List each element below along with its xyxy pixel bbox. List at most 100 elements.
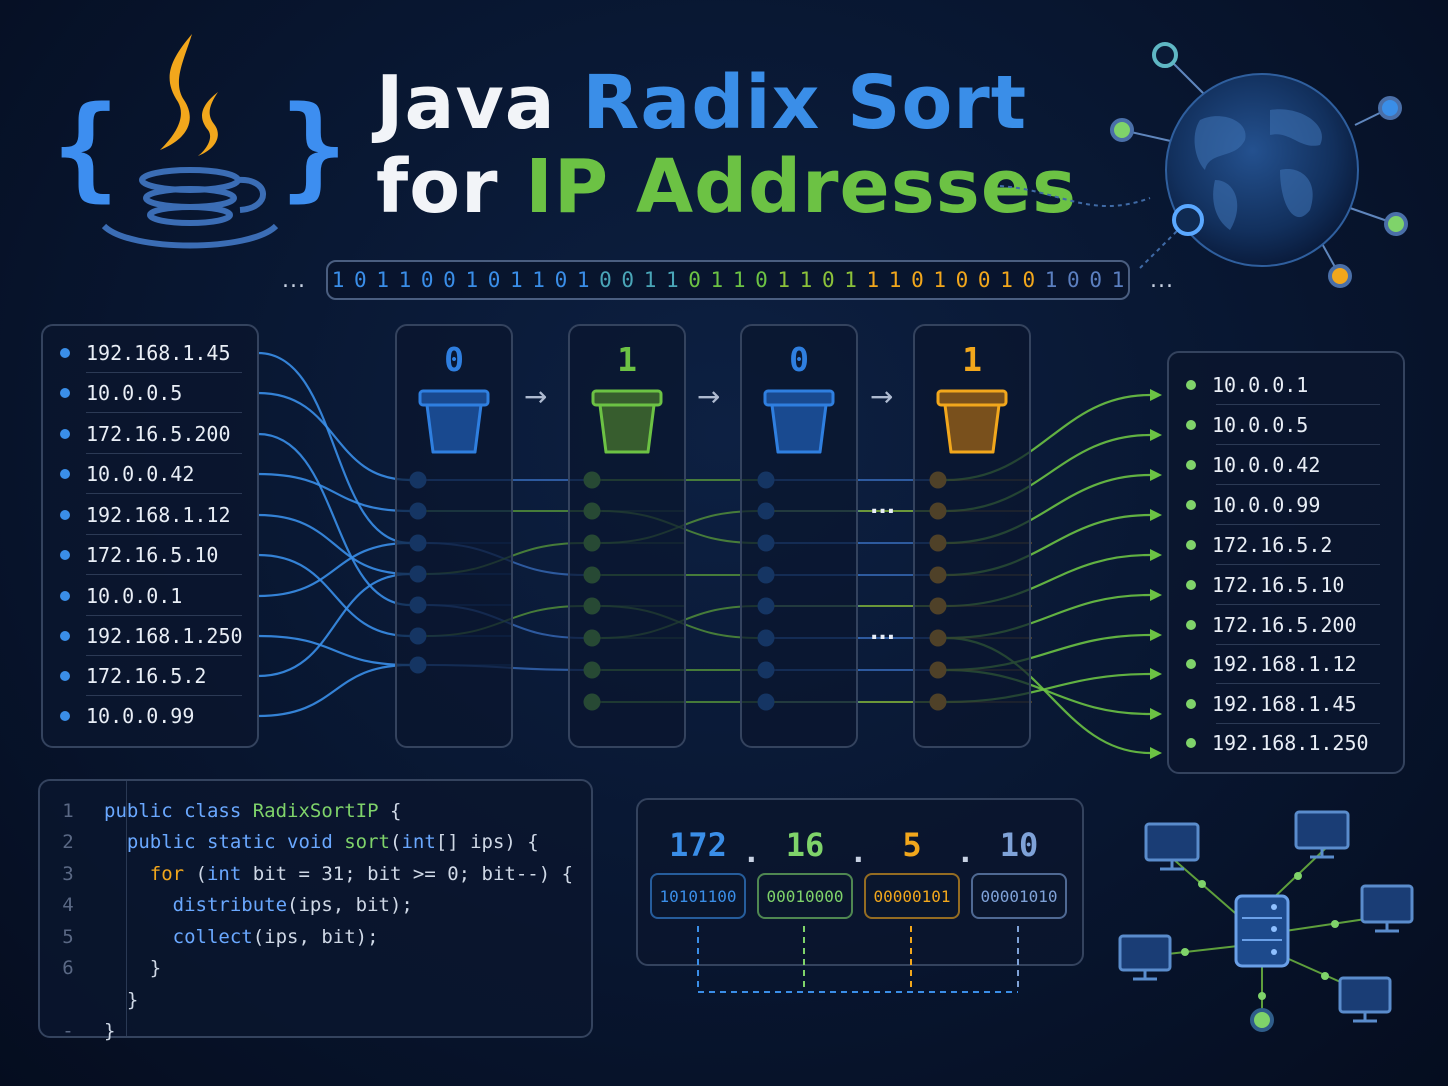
row-separator (1216, 683, 1380, 684)
code-line: 3 for (int bit = 31; bit >= 0; bit--) { (40, 858, 573, 889)
binary-ellipsis-right: ... (1150, 268, 1174, 293)
bullet-dot (1186, 500, 1196, 510)
input-flow-line (257, 541, 411, 598)
code-line: 6 } (40, 953, 161, 984)
bullet-dot (1186, 699, 1196, 709)
binary-digit: 1 (576, 268, 590, 292)
line-number: 3 (62, 862, 74, 885)
row-separator (1216, 644, 1380, 645)
bucket-digit: 1 (617, 340, 637, 379)
row-separator (1216, 524, 1380, 525)
binary-digit: 1 (777, 268, 791, 292)
bucket-ellipsis: ... (870, 494, 896, 519)
bucket-digit: 1 (962, 340, 982, 379)
line-number: 1 (62, 799, 74, 822)
binary-digit: 1 (799, 268, 813, 292)
bullet-dot (60, 348, 70, 358)
row-separator (1216, 444, 1380, 445)
input-ip-row: 10.0.0.5 (60, 373, 242, 413)
code-text: distribute(ips, bit); (104, 894, 413, 916)
octet-connector-lines (697, 926, 1019, 993)
octet-binary: 00010000 (757, 873, 853, 919)
code-token: for (104, 862, 185, 885)
input-ip-row: 192.168.1.45 (60, 333, 242, 373)
code-line: } (40, 984, 138, 1015)
binary-digit: 1 (933, 268, 946, 292)
sorted-ip-text: 10.0.0.1 (1212, 373, 1309, 397)
output-arrowhead (1150, 429, 1162, 441)
input-flow-line (257, 351, 411, 545)
row-separator (86, 493, 242, 494)
input-ip-row: 172.16.5.200 (60, 414, 242, 454)
binary-digit: 0 (955, 268, 969, 292)
sorted-ip-row: 172.16.5.2 (1186, 525, 1380, 565)
row-separator (1216, 564, 1380, 565)
row-separator (86, 412, 242, 413)
input-ip-text: 172.16.5.200 (86, 422, 231, 446)
binary-digit: 1 (1000, 268, 1013, 292)
binary-digit: 1 (643, 268, 657, 292)
output-arrowhead (1150, 509, 1162, 521)
binary-digit: 0 (354, 268, 367, 292)
server-network-icon (1118, 810, 1414, 1032)
binary-digit: 0 (554, 268, 568, 292)
sorted-ip-row: 172.16.5.200 (1186, 605, 1380, 645)
code-text: } (104, 957, 161, 979)
octet-separator: . (746, 836, 757, 869)
binary-digit: 0 (1022, 268, 1036, 292)
code-text: public static void sort(int[] ips) { (104, 831, 539, 853)
row-separator (86, 574, 242, 575)
row-separator (86, 655, 242, 656)
bucket-digit: 0 (444, 340, 464, 379)
line-number: 6 (62, 957, 74, 979)
bucket-icon (936, 389, 1008, 454)
code-token: ( (389, 831, 402, 853)
code-token: collect (104, 925, 253, 948)
bullet-dot (1186, 380, 1196, 390)
row-separator (86, 695, 242, 696)
binary-digit: 0 (420, 268, 434, 292)
bullet-dot (60, 631, 70, 641)
octet-separator: . (853, 836, 864, 869)
binary-digit: 0 (688, 268, 701, 292)
title-line-2: for IP Addresses (376, 150, 1077, 224)
code-text: } (104, 1020, 115, 1042)
sorted-ip-text: 10.0.0.99 (1212, 493, 1321, 517)
code-gutter (126, 781, 127, 1036)
sorted-ip-row: 172.16.5.10 (1186, 565, 1380, 605)
binary-digit: 1 (844, 268, 857, 292)
code-token: (ips, bit); (252, 925, 379, 948)
line-number: 5 (62, 925, 74, 948)
sorted-ip-text: 10.0.0.42 (1212, 453, 1321, 477)
binary-digit: 0 (755, 268, 768, 292)
code-token: int (401, 831, 436, 853)
globe-network-icon (1000, 42, 1408, 288)
binary-digit: 1 (732, 268, 746, 292)
line-number: - (62, 1020, 74, 1042)
binary-digit: 1 (888, 268, 902, 292)
input-ip-text: 172.16.5.2 (86, 664, 207, 688)
sorted-ip-text: 192.168.1.250 (1212, 731, 1369, 755)
code-token: public class (104, 799, 253, 822)
input-flow-line (257, 634, 411, 667)
bucket-icon (418, 389, 490, 454)
line-number: 2 (62, 831, 74, 853)
sorted-ip-text: 172.16.5.2 (1212, 533, 1333, 557)
octet-value: 10 (999, 826, 1039, 864)
row-separator (1216, 723, 1380, 724)
title-word-ip-addresses: IP Addresses (525, 144, 1078, 230)
input-ip-row: 192.168.1.250 (60, 616, 243, 656)
octet-binary: 00001010 (971, 873, 1067, 919)
sorted-ip-row: 10.0.0.42 (1186, 445, 1380, 485)
line-number: 4 (62, 894, 74, 916)
sorted-ip-text: 172.16.5.200 (1212, 613, 1357, 637)
binary-digit: 0 (487, 268, 501, 292)
binary-digit: 0 (977, 268, 991, 292)
code-token: distribute (104, 894, 288, 916)
code-line: -} (40, 1016, 115, 1047)
code-text: } (104, 989, 138, 1011)
code-token: sort (344, 831, 390, 853)
input-ip-row: 172.16.5.2 (60, 656, 242, 696)
binary-digit: 1 (665, 268, 679, 292)
